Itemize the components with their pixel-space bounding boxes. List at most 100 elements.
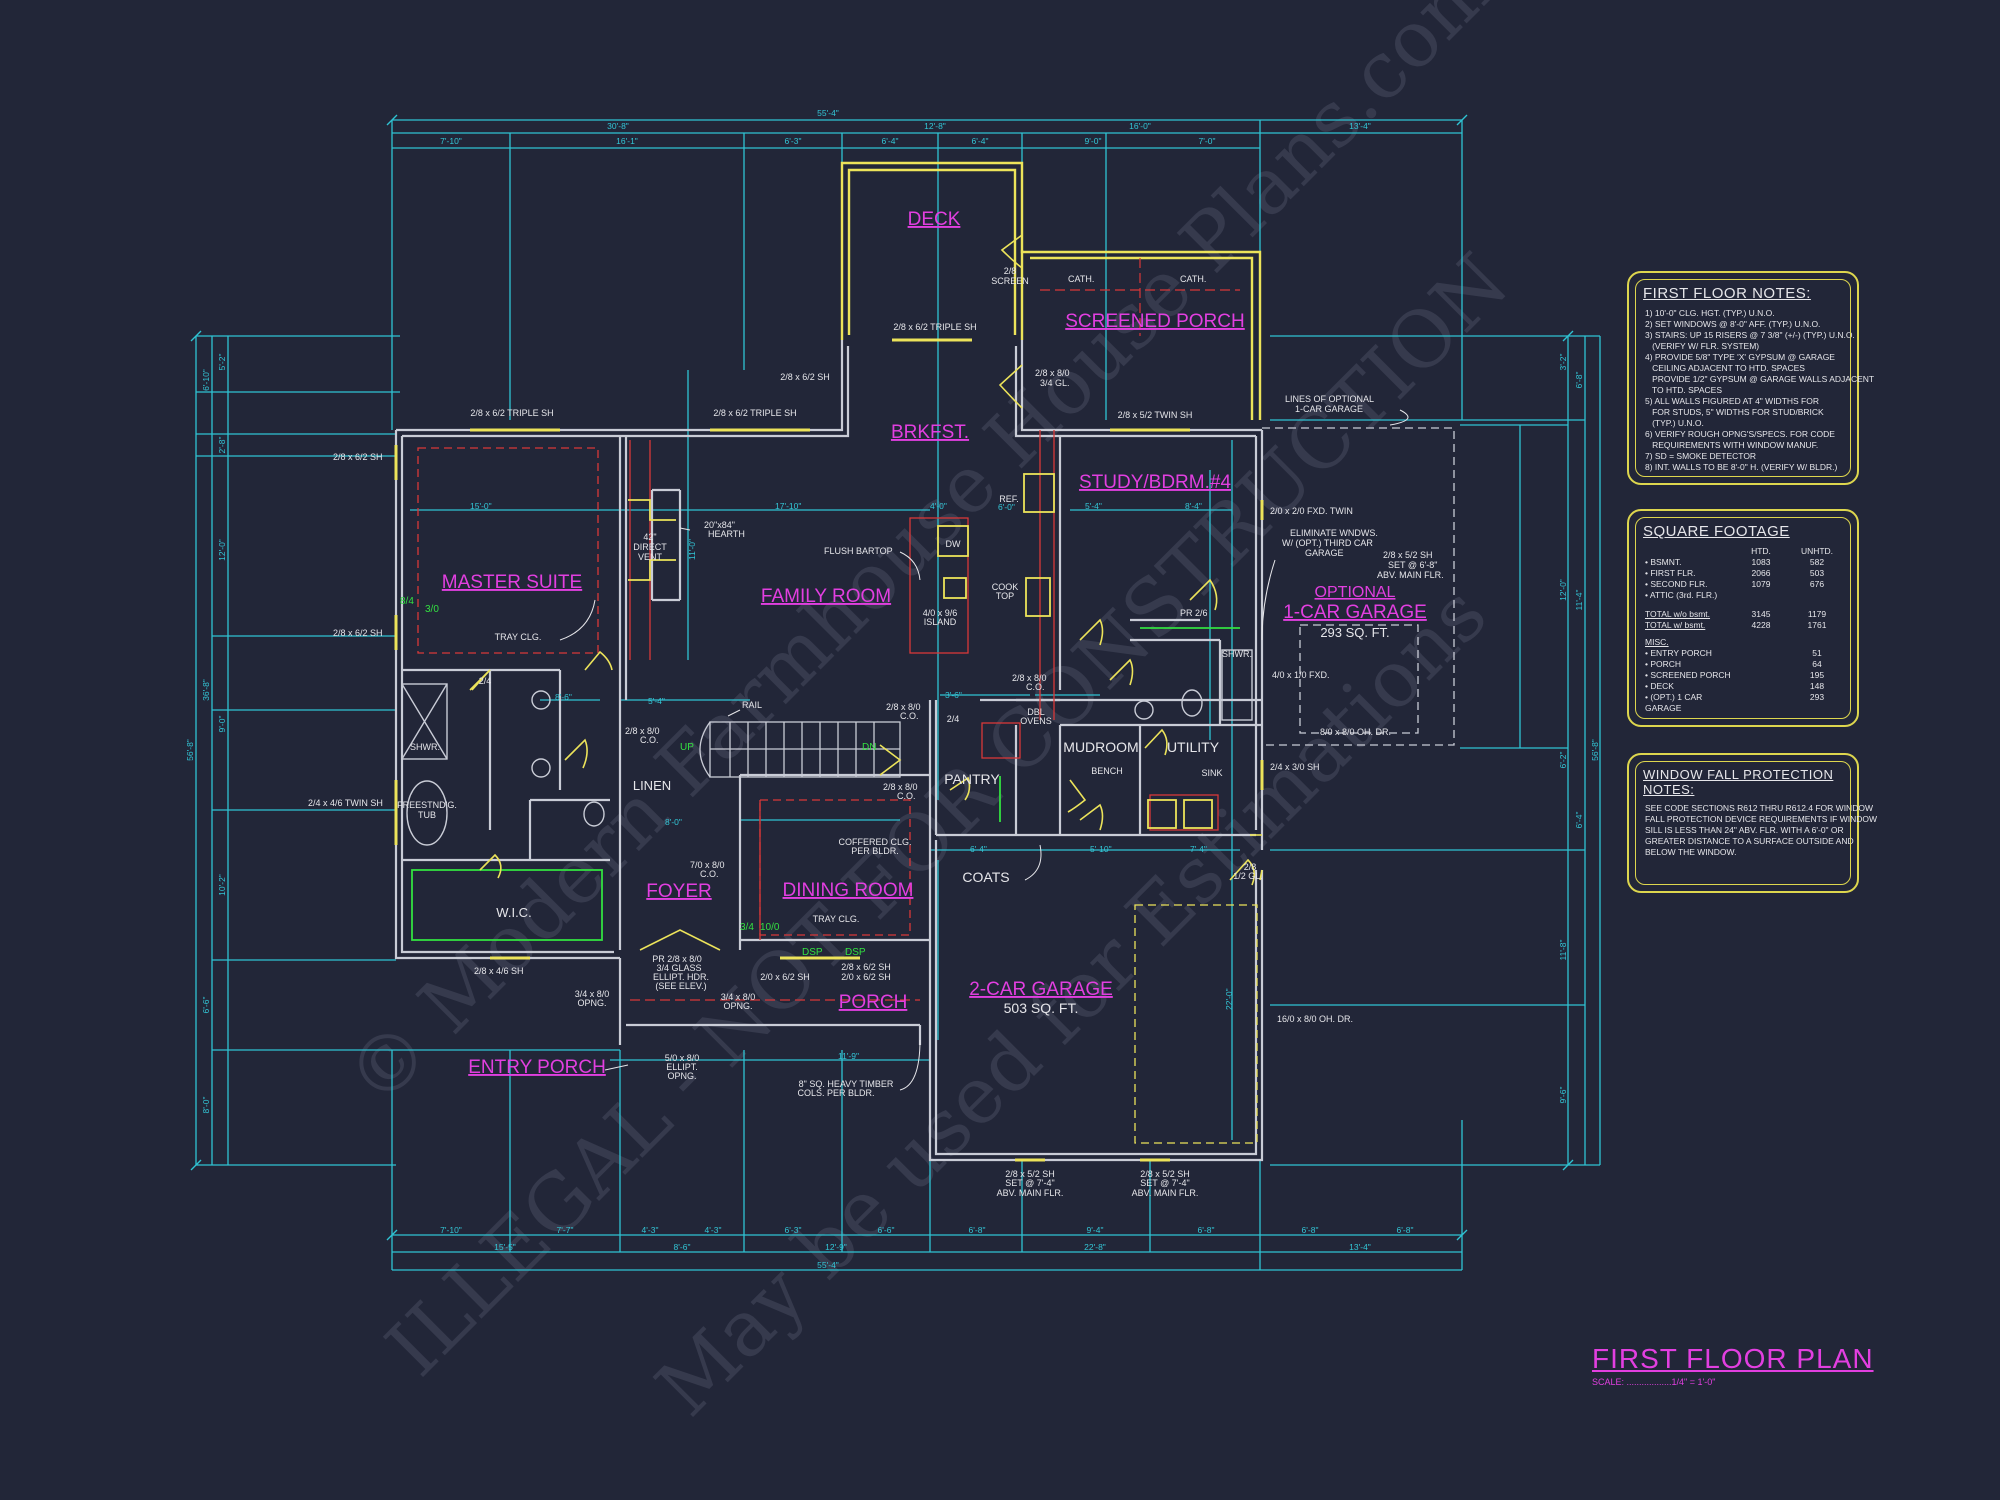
co-3-size: 7/0 x 8/0 xyxy=(690,860,725,870)
set-window-3: ABV. MAIN FLR. xyxy=(1377,570,1444,580)
co-5-size: 2/8 x 8/0 xyxy=(1012,673,1047,683)
dim-int-14: 3'-6" xyxy=(945,690,962,700)
tub-1: FREESTND'G. xyxy=(397,800,457,810)
cooktop-1: COOK xyxy=(992,582,1019,592)
hearth-size: 20"x84" xyxy=(704,520,735,530)
note-line: BELOW THE WINDOW. xyxy=(1645,847,1737,857)
door-mark-3-0: 3/0 xyxy=(425,604,439,615)
room-label-dining-room: DINING ROOM xyxy=(783,880,914,901)
door-markers-green: 8/4 3/0 UP DN 3/4 10/0 DSP DSP xyxy=(400,596,876,958)
kitchen-fixtures xyxy=(937,473,1213,829)
timber-cols-2: COLS. PER BLDR. xyxy=(797,1088,874,1098)
dim-bottom-sub-2: 7'-7" xyxy=(557,1225,574,1235)
opening-3-label: OPNG. xyxy=(667,1071,696,1081)
glass-door-1: PR 2/8 x 8/0 xyxy=(652,954,702,964)
note-line: 6) VERIFY ROUGH OPNG'S/SPECS. FOR CODE xyxy=(1645,429,1835,439)
dim-bottom-mid-5: 13'-4" xyxy=(1349,1242,1371,1252)
dim-right-overall: 56'-8" xyxy=(1590,739,1600,761)
dim-top-sub-1: 7'-10" xyxy=(440,136,462,146)
dim-bottom-sub-10: 6'-8" xyxy=(1302,1225,1319,1235)
dim-bottom-sub-7: 6'-8" xyxy=(969,1225,986,1235)
sq-misc-label: • (OPT.) 1 CAR GARAGE xyxy=(1645,692,1703,713)
dim-right-sub-1: 6'-8" xyxy=(1574,372,1584,389)
room-labels: DECK SCREENED PORCH BRKFST. STUDY/BDRM.#… xyxy=(442,209,1427,1078)
room-label-family-room: FAMILY ROOM xyxy=(761,586,891,607)
set-window-2: SET @ 6'-8" xyxy=(1388,560,1437,570)
room-label-utility: UTILITY xyxy=(1167,739,1220,755)
dim-left-sub-8: 6'-6" xyxy=(201,997,211,1014)
sq-total: TOTAL w/ bsmt. 4228 1761 xyxy=(1645,620,1847,631)
fireplace xyxy=(628,499,676,581)
island-size: 4/0 x 9/6 xyxy=(923,608,958,618)
note-line: FOR STUDS, 5" WIDTHS FOR STUD/BRICK xyxy=(1645,407,1824,417)
note-line: FALL PROTECTION DEVICE REQUIREMENTS IF W… xyxy=(1645,814,1878,824)
sink: SINK xyxy=(1201,768,1222,778)
co-5-label: C.O. xyxy=(1026,682,1045,692)
dim-int-1: 15'-0" xyxy=(470,501,492,511)
garage-window-1-abv: ABV. MAIN FLR. xyxy=(997,1188,1064,1198)
dim-bottom-sub-1: 7'-10" xyxy=(440,1225,462,1235)
refrigerator: REF. xyxy=(999,494,1019,504)
pr-door: PR 2/6 xyxy=(1180,608,1208,618)
master-twin-window: 2/4 x 4/6 TWIN SH xyxy=(308,798,383,808)
dim-int-11: 7'-4" xyxy=(1190,844,1207,854)
dim-bottom-overall: 55'-4" xyxy=(817,1260,839,1270)
sq-misc-label: • SCREENED PORCH xyxy=(1645,670,1731,680)
tray-clg-master: TRAY CLG. xyxy=(495,632,542,642)
room-label-2-car-garage: 2-CAR GARAGE xyxy=(969,979,1113,1000)
opening-3-type: ELLIPT. xyxy=(666,1062,698,1072)
dimension-text: 55'-4" 30'-8" 12'-8" 16'-0" 13'-4" 7'-10… xyxy=(185,108,1600,1270)
gl-door-type: 3/4 GL. xyxy=(1040,378,1070,388)
note-line: 5) ALL WALLS FIGURED AT 4" WIDTHS FOR xyxy=(1645,396,1819,406)
dim-top-sub-7: 7'-0" xyxy=(1199,136,1216,146)
room-label-optional-garage: 1-CAR GARAGE xyxy=(1283,602,1427,623)
note-line: REQUIREMENTS WITH WINDOW MANUF. xyxy=(1645,440,1819,450)
window-fall-protection-notes: WINDOW FALL PROTECTION NOTES: SEE CODE S… xyxy=(1627,753,1878,893)
study-twin-window: 2/8 x 5/2 TWIN SH xyxy=(1118,410,1193,420)
door-mark-8-4: 8/4 xyxy=(400,596,414,607)
sq-col-htd: HTD. xyxy=(1751,546,1771,556)
sq-row-label: • FIRST FLR. xyxy=(1645,568,1696,578)
half-glass-door-size: 2/8 xyxy=(1244,862,1257,872)
rail: RAIL xyxy=(742,700,762,710)
sq-total-unhtd: 1761 xyxy=(1807,620,1827,630)
co-3-label: C.O. xyxy=(700,869,719,879)
optional-garage-area: 293 SQ. FT. xyxy=(1320,625,1389,640)
dim-int-3: 4'-0" xyxy=(930,501,947,511)
note-line: SILL IS LESS THAN 24" ABV. FLR. WITH A 6… xyxy=(1645,825,1844,835)
sq-misc-value: 195 xyxy=(1809,670,1825,680)
dim-top-sub-6: 9'-0" xyxy=(1085,136,1102,146)
sq-misc-value: 51 xyxy=(1812,648,1822,658)
sq-row: • ATTIC (3rd. FLR.) xyxy=(1645,590,1847,601)
sq-row-unhtd: 503 xyxy=(1809,568,1825,578)
dim-left-sub-9: 8'-0" xyxy=(201,1097,211,1114)
dim-int-4: 6'-0" xyxy=(998,502,1015,512)
room-label-foyer: FOYER xyxy=(646,881,711,902)
dim-top-left: 30'-8" xyxy=(607,121,629,131)
first-floor-notes: FIRST FLOOR NOTES: 1) 10'-0" CLG. HGT. (… xyxy=(1627,271,1874,485)
note-line: 7) SD = SMOKE DETECTOR xyxy=(1645,451,1757,461)
note-line: GREATER DISTANCE TO A SURFACE OUTSIDE AN… xyxy=(1645,836,1854,846)
door-mark-dsp-2: DSP xyxy=(845,947,866,958)
co-2-size: 2/8 x 8/0 xyxy=(886,702,921,712)
eliminate-1: ELIMINATE WNDWS. xyxy=(1290,528,1378,538)
opening-2-size: 3/4 x 8/0 xyxy=(721,992,756,1002)
deck-triple-window: 2/8 x 6/2 TRIPLE SH xyxy=(893,322,976,332)
coffered-2: PER BLDR. xyxy=(851,846,899,856)
sq-total-htd: 4228 xyxy=(1751,620,1771,630)
sq-row-htd xyxy=(1733,590,1789,601)
sq-total-label: TOTAL w/ bsmt. xyxy=(1645,620,1706,630)
sheet-scale: SCALE: ..................1/4" = 1'-0" xyxy=(1592,1377,1716,1387)
dim-int-16: 22'-0" xyxy=(1224,988,1234,1010)
sq-misc-label: • ENTRY PORCH xyxy=(1645,648,1712,658)
timber-cols-1: 8" SQ. HEAVY TIMBER xyxy=(799,1079,894,1089)
co-4-size: 2/8 x 8/0 xyxy=(883,782,918,792)
bath-fixtures xyxy=(401,649,1253,846)
room-label-linen: LINEN xyxy=(633,778,671,793)
master-side-window-1: 2/8 x 6/2 SH xyxy=(333,452,383,462)
dim-bottom-sub-11: 6'-8" xyxy=(1397,1225,1414,1235)
